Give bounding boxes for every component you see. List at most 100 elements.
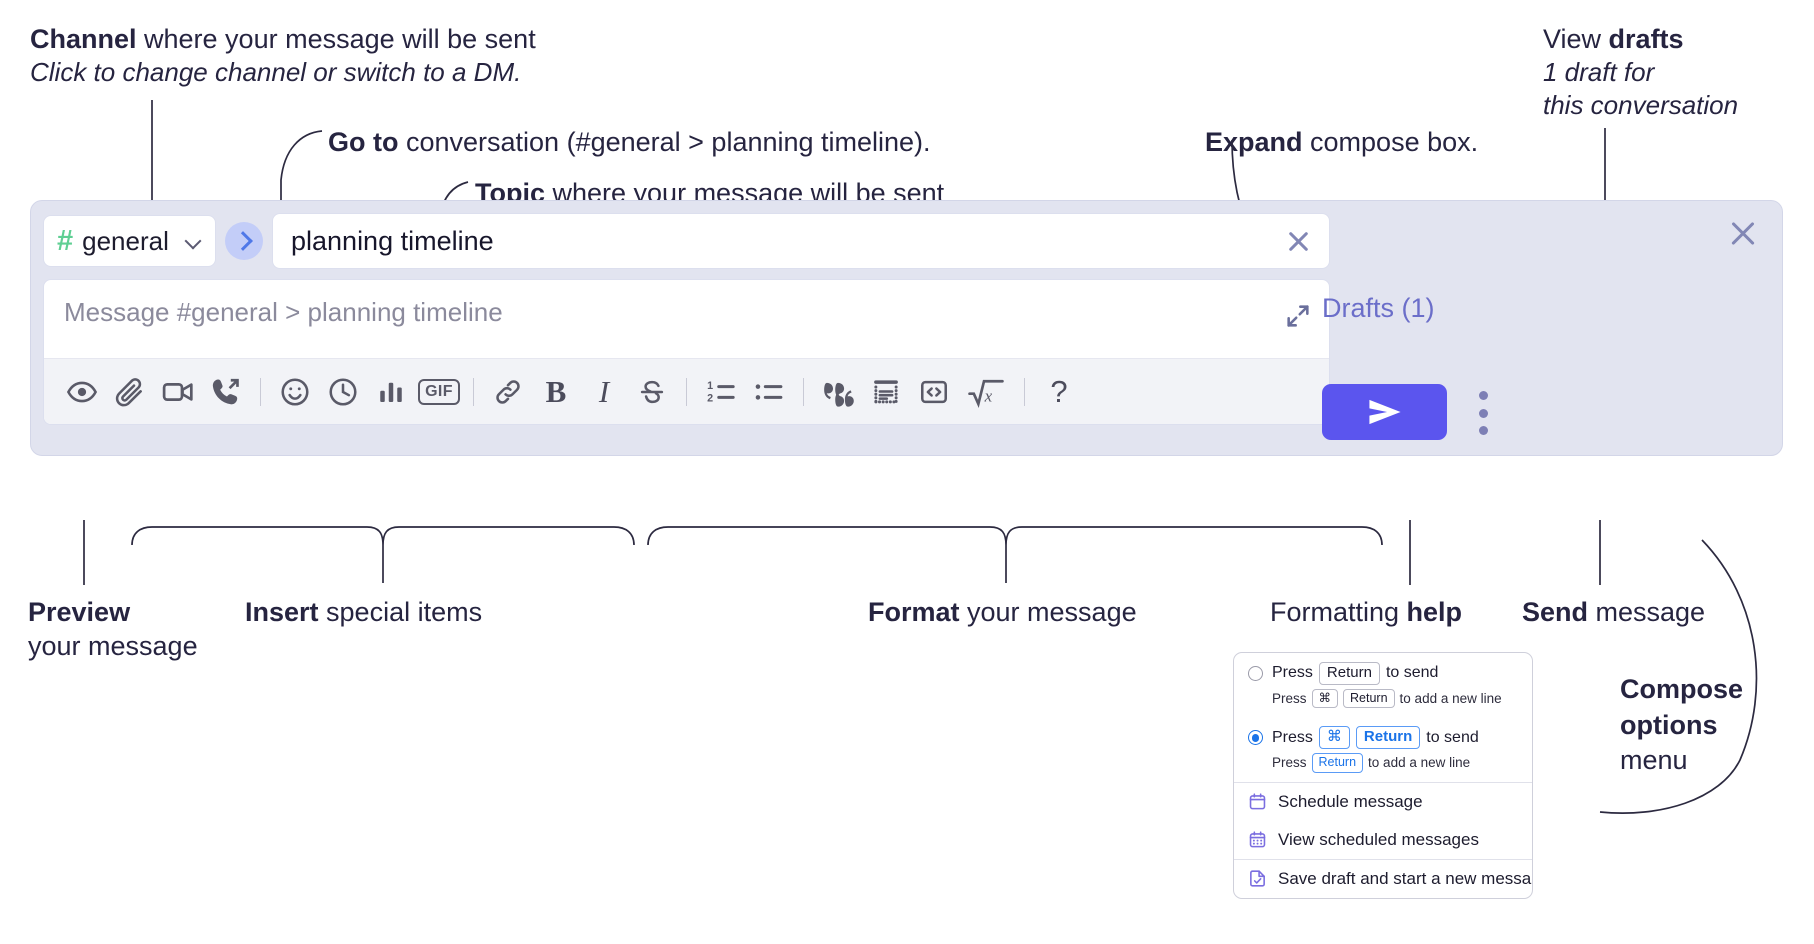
menu-item-label: Schedule message xyxy=(1278,791,1423,811)
annotation-drafts-plain: View xyxy=(1543,24,1609,54)
emoji-icon[interactable] xyxy=(271,368,319,416)
annotation-compose-options-line2: options xyxy=(1620,709,1718,740)
key-badge-return: Return xyxy=(1318,662,1380,685)
hash-icon: # xyxy=(57,224,74,257)
calendar-icon xyxy=(1249,793,1266,810)
annotation-help-bold: help xyxy=(1406,597,1463,627)
calendar-grid-icon xyxy=(1249,831,1266,848)
chevron-down-icon xyxy=(186,233,202,249)
drafts-link[interactable]: Drafts (1) xyxy=(1322,293,1435,323)
toolbar-separator xyxy=(686,377,687,406)
compose-main-column: # general planning timeline Message #gen… xyxy=(43,213,1330,425)
annotation-preview-line2: your message xyxy=(28,631,198,662)
compose-options-button[interactable] xyxy=(1472,391,1494,435)
annotation-channel-sub: Click to change channel or switch to a D… xyxy=(30,57,522,88)
annotation-insert-rest: special items xyxy=(318,597,483,627)
annotation-expand-bold: Expand xyxy=(1205,127,1303,157)
key-badge-return: Return xyxy=(1355,726,1421,750)
send-option-cmd-return[interactable]: Press ⌘ Return to send Press Return to a… xyxy=(1234,717,1532,781)
ordered-list-icon[interactable]: 1 2 xyxy=(697,368,745,416)
annotation-compose-options: Compose options menu xyxy=(1620,672,1743,779)
menu-item-save-draft[interactable]: Save draft and start a new message xyxy=(1234,860,1532,898)
preview-icon[interactable] xyxy=(58,368,106,416)
menu-divider xyxy=(1234,781,1532,783)
close-icon[interactable] xyxy=(1283,226,1313,256)
close-icon[interactable] xyxy=(1726,217,1760,251)
send-icon xyxy=(1368,399,1401,425)
annotation-send: Send message xyxy=(1522,595,1705,629)
strikethrough-icon[interactable] xyxy=(628,368,676,416)
svg-text:x: x xyxy=(984,386,993,405)
annotation-preview-bold: Preview xyxy=(28,597,131,627)
message-input[interactable]: Message #general > planning timeline xyxy=(44,280,1329,358)
topic-input[interactable]: planning timeline xyxy=(272,213,1330,269)
math-icon[interactable]: x xyxy=(958,368,1014,416)
annotation-goto: Go to conversation (#general > planning … xyxy=(328,125,931,159)
annotation-drafts-line2: 1 draft for xyxy=(1543,57,1655,88)
key-badge-return: Return xyxy=(1311,753,1364,773)
document-check-icon xyxy=(1250,870,1265,887)
topic-value: planning timeline xyxy=(291,225,494,256)
toolbar-separator xyxy=(473,377,474,406)
help-icon[interactable]: ? xyxy=(1035,368,1083,416)
option-suffix: to send xyxy=(1385,664,1439,682)
annotation-channel-rest: where your message will be sent xyxy=(136,24,536,54)
toolbar-separator xyxy=(803,377,804,406)
inline-code-icon[interactable] xyxy=(910,368,958,416)
gif-icon[interactable]: GIF xyxy=(415,368,463,416)
blockquote-icon[interactable] xyxy=(814,368,862,416)
channel-selector[interactable]: # general xyxy=(43,215,216,267)
annotation-compose-options-line3: menu xyxy=(1620,745,1688,776)
annotation-preview: Preview your message xyxy=(28,595,198,663)
compose-header-row: # general planning timeline xyxy=(43,213,1330,269)
annotation-goto-rest: conversation (#general > planning timeli… xyxy=(398,127,931,157)
annotation-format-rest: your message xyxy=(959,597,1137,627)
send-button[interactable] xyxy=(1322,384,1447,440)
annotation-help-plain: Formatting xyxy=(1270,597,1407,627)
menu-item-schedule-message[interactable]: Schedule message xyxy=(1234,783,1532,821)
channel-name: general xyxy=(82,225,169,256)
annotation-format: Format your message xyxy=(868,595,1137,629)
option-suffix: to send xyxy=(1426,728,1479,746)
clock-icon[interactable] xyxy=(319,368,367,416)
send-option-return[interactable]: Press Return to send Press ⌘ Return to a… xyxy=(1234,653,1532,717)
annotation-insert-bold: Insert xyxy=(245,597,319,627)
annotation-drafts-bold: drafts xyxy=(1608,24,1684,54)
italic-label: I xyxy=(598,373,610,409)
option-prefix: Press xyxy=(1272,728,1313,746)
key-badge-cmd: ⌘ xyxy=(1318,726,1350,750)
annotation-expand: Expand compose box. xyxy=(1205,125,1478,159)
attachment-icon[interactable] xyxy=(106,368,154,416)
annotation-compose-options-line1: Compose xyxy=(1620,674,1744,704)
link-icon[interactable] xyxy=(484,368,532,416)
radio-selected[interactable] xyxy=(1248,730,1263,746)
menu-item-label: View scheduled messages xyxy=(1278,829,1479,849)
radio-unselected[interactable] xyxy=(1248,665,1263,681)
expand-compose-button[interactable] xyxy=(1284,302,1312,330)
kebab-dot xyxy=(1478,391,1488,400)
option-sub-suffix: to add a new line xyxy=(1368,755,1471,771)
italic-icon[interactable]: I xyxy=(580,368,628,416)
bulleted-list-icon[interactable] xyxy=(745,368,793,416)
chevron-right-icon xyxy=(232,231,253,251)
annotation-drafts: View drafts 1 draft for this conversatio… xyxy=(1543,22,1738,122)
phone-forward-icon[interactable] xyxy=(202,368,250,416)
kebab-dot xyxy=(1478,408,1488,418)
svg-text:1: 1 xyxy=(707,380,713,392)
goto-conversation-button[interactable] xyxy=(225,222,263,260)
annotation-send-bold: Send xyxy=(1522,597,1589,627)
compose-options-menu: Press Return to send Press ⌘ Return to a… xyxy=(1233,652,1533,899)
poll-icon[interactable] xyxy=(367,368,415,416)
gif-label: GIF xyxy=(418,378,460,405)
bold-label: B xyxy=(545,373,567,409)
message-placeholder: Message #general > planning timeline xyxy=(64,297,503,327)
video-camera-icon[interactable] xyxy=(154,368,202,416)
compose-panel: # general planning timeline Message #gen… xyxy=(30,200,1783,456)
code-block-icon[interactable] xyxy=(862,368,910,416)
menu-item-view-scheduled-messages[interactable]: View scheduled messages xyxy=(1234,821,1532,859)
annotation-goto-bold: Go to xyxy=(328,127,399,157)
annotation-channel: Channel where your message will be sent … xyxy=(30,22,536,89)
kebab-dot xyxy=(1478,426,1488,435)
bold-icon[interactable]: B xyxy=(532,368,580,416)
